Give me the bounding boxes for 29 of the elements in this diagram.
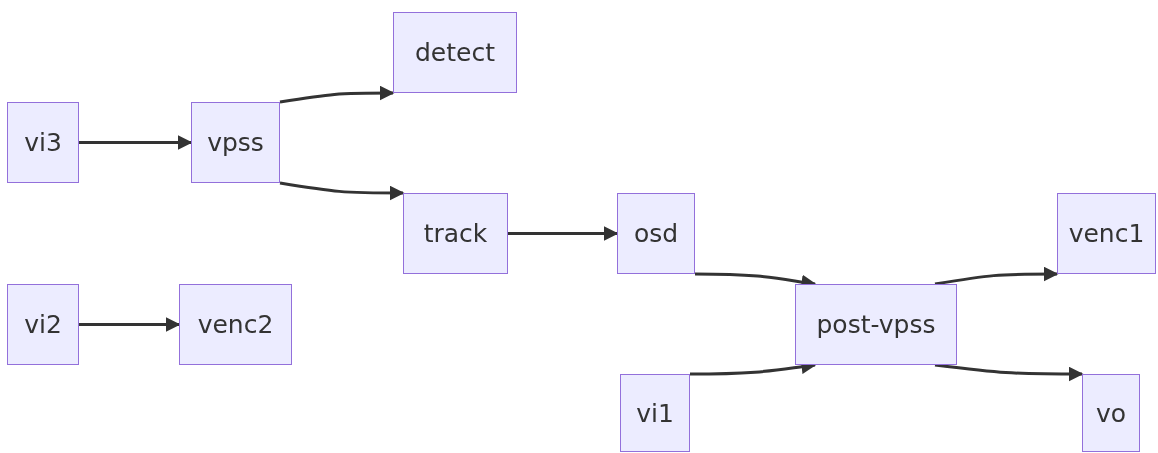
process-box [795, 284, 957, 365]
arrow [279, 85, 395, 104]
process-box [1082, 374, 1140, 452]
arrow [79, 135, 193, 150]
process-box [393, 12, 517, 93]
arrow [79, 317, 181, 332]
node-label: vi2 [24, 310, 62, 339]
node-label: vpss [207, 128, 264, 157]
arrow [279, 181, 405, 201]
arrow [508, 226, 619, 241]
process-box [403, 193, 508, 274]
process-box [620, 374, 690, 452]
node-label: vi1 [636, 398, 674, 428]
process-box [7, 102, 79, 183]
node-label: venc1 [1068, 219, 1145, 248]
arrow [934, 266, 1059, 286]
node-label: vi3 [24, 128, 62, 157]
process-box [7, 284, 79, 365]
node-label: venc2 [197, 310, 274, 339]
process-box [191, 102, 280, 183]
arrow [934, 363, 1084, 382]
node-label: post-vpss [816, 310, 936, 339]
process-box [179, 284, 292, 365]
node-label: osd [633, 219, 679, 248]
node-label: detect [415, 38, 495, 67]
process-box [617, 193, 695, 274]
node-label: track [423, 219, 488, 248]
node-label: vo [1095, 398, 1127, 428]
process-box [1057, 193, 1156, 274]
